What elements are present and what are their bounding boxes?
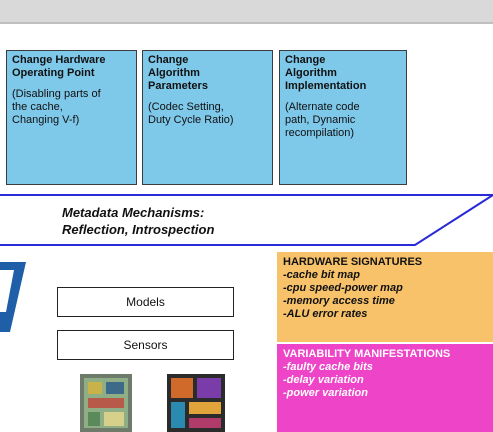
knob-hardware-operating-point: Change Hardware Operating Point (Disabli… <box>6 50 137 185</box>
hardware-signatures-heading: HARDWARE SIGNATURES <box>283 256 423 268</box>
knob-title: Parameters <box>148 80 208 92</box>
knob-desc: recompilation) <box>285 127 355 139</box>
knob-algorithm-parameters: Change Algorithm Parameters (Codec Setti… <box>142 50 273 185</box>
sensors-label: Sensors <box>123 338 168 352</box>
variability-heading: VARIABILITY MANIFESTATIONS <box>283 348 451 360</box>
knob-algorithm-implementation: Change Algorithm Implementation (Alterna… <box>279 50 407 185</box>
knob-desc: (Codec Setting, <box>148 101 224 113</box>
funnel-outline <box>0 194 493 246</box>
knob-title: Change <box>148 54 189 66</box>
blue-accent-arrow <box>0 262 26 332</box>
knob-desc: Duty Cycle Ratio) <box>148 114 234 126</box>
knob-title: Algorithm <box>285 67 337 79</box>
metadata-line-2: Reflection, Introspection <box>62 222 215 237</box>
metadata-funnel <box>0 194 493 246</box>
sensors-box: Sensors <box>57 330 234 360</box>
metadata-line-1: Metadata Mechanisms: <box>62 205 205 220</box>
hardware-signature-item: -memory access time <box>283 295 395 307</box>
hardware-signature-item: -cpu speed-power map <box>283 282 403 294</box>
hardware-signature-item: -ALU error rates <box>283 308 368 320</box>
knob-desc: the cache, <box>12 101 63 113</box>
variability-item: -faulty cache bits <box>283 361 373 373</box>
chip-die-image <box>80 374 132 432</box>
knob-desc: path, Dynamic <box>285 114 356 126</box>
models-label: Models <box>126 295 165 309</box>
hardware-signatures-panel: HARDWARE SIGNATURES -cache bit map -cpu … <box>277 252 493 342</box>
knob-desc: (Disabling parts of <box>12 88 101 100</box>
knob-title: Change Hardware <box>12 54 106 66</box>
variability-item: -power variation <box>283 387 368 399</box>
knob-title: Change <box>285 54 326 66</box>
models-box: Models <box>57 287 234 317</box>
hardware-signature-item: -cache bit map <box>283 269 361 281</box>
variability-manifestations-panel: VARIABILITY MANIFESTATIONS -faulty cache… <box>277 344 493 432</box>
chip-layout-image <box>167 374 225 432</box>
knob-title: Algorithm <box>148 67 200 79</box>
knob-title: Operating Point <box>12 67 95 79</box>
metadata-label: Metadata Mechanisms: Reflection, Introsp… <box>62 204 214 238</box>
variability-item: -delay variation <box>283 374 364 386</box>
top-bar-edge <box>0 22 493 24</box>
knob-title: Implementation <box>285 80 367 92</box>
knob-desc: Changing V-f) <box>12 114 80 126</box>
top-bar <box>0 0 493 22</box>
knob-desc: (Alternate code <box>285 101 360 113</box>
